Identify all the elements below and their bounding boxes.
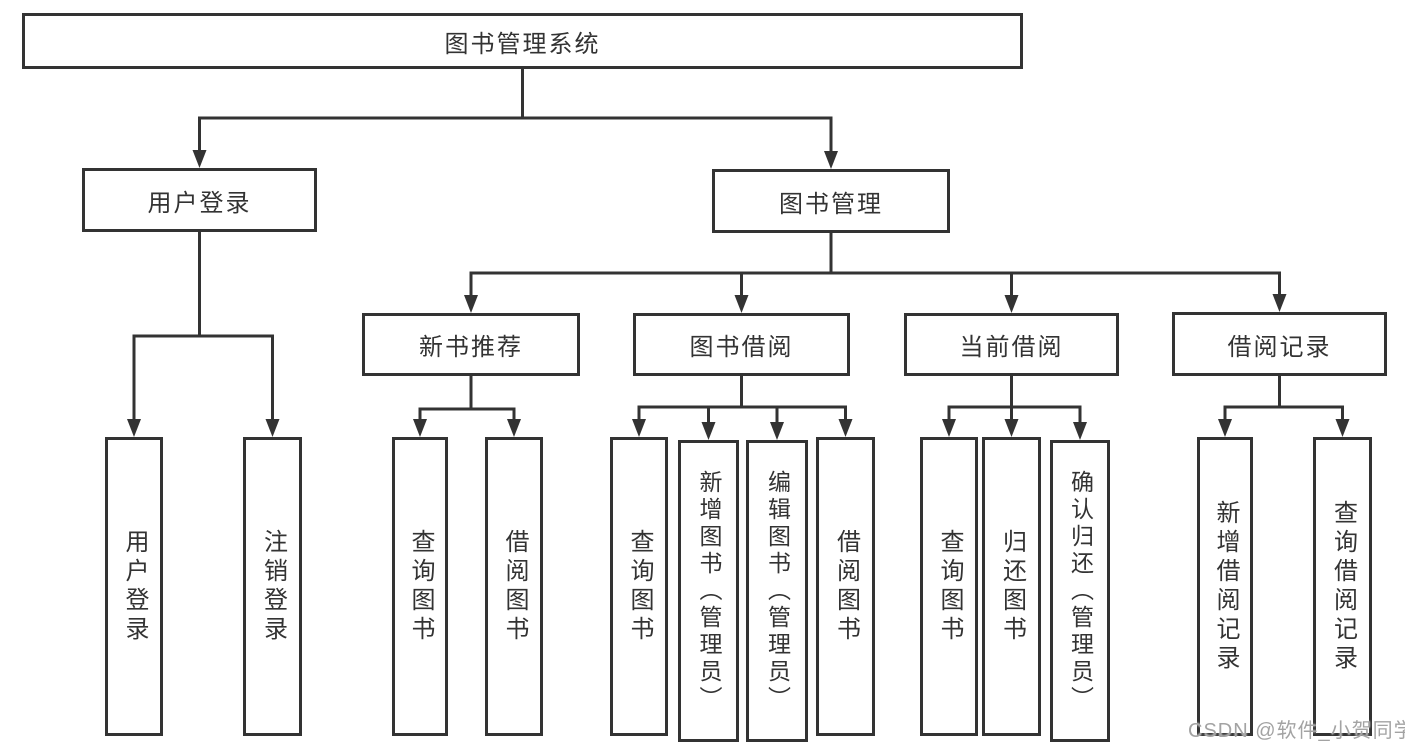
connector-borrow-records-children: [1218, 374, 1350, 437]
node-current-borrow: 当前借阅: [904, 313, 1119, 376]
node-label: 新书推荐: [419, 334, 523, 361]
node-label: 借阅图书: [501, 528, 528, 645]
node-label: 查询借阅记录: [1329, 499, 1357, 674]
leaf-confirm-return-admin: 确认归还（管理员）: [1050, 440, 1110, 742]
node-label: 用户登录: [121, 528, 148, 645]
node-label: 归还图书: [998, 528, 1026, 645]
leaf-borrow-book: 借阅图书: [816, 437, 875, 736]
connector-book-borrow-children: [632, 375, 853, 440]
node-label: 编辑图书（管理员）: [764, 469, 791, 713]
connector-root-to-level2: [192, 69, 838, 169]
leaf-logout: 注销登录: [243, 437, 302, 736]
node-borrow-records: 借阅记录: [1172, 312, 1387, 376]
leaf-query-book-recommend: 查询图书: [392, 437, 448, 736]
connector-current-borrow-children: [942, 375, 1087, 440]
leaf-query-borrow-record: 查询借阅记录: [1313, 437, 1372, 736]
node-label: 当前借阅: [959, 334, 1064, 361]
leaf-add-borrow-record: 新增借阅记录: [1197, 437, 1253, 736]
connector-new-book-recommend-children: [413, 375, 521, 437]
node-label: 图书管理: [779, 190, 883, 218]
node-label: 查询图书: [936, 528, 963, 645]
node-label: 图书管理系统: [444, 30, 601, 58]
connector-book-management-children: [464, 232, 1287, 313]
node-label: 新增借阅记录: [1212, 499, 1239, 674]
node-label: 查询图书: [407, 528, 434, 645]
node-label: 查询图书: [626, 528, 653, 645]
node-label: 借阅记录: [1227, 333, 1332, 361]
node-book-borrow: 图书借阅: [633, 313, 850, 376]
node-label: 用户登录: [147, 189, 252, 217]
csdn-watermark: CSDN @软件_小贺同学: [1188, 720, 1405, 742]
node-library-management-system: 图书管理系统: [22, 13, 1023, 69]
node-label: 注销登录: [259, 528, 287, 645]
leaf-borrow-book-recommend: 借阅图书: [485, 437, 543, 736]
leaf-query-book-current: 查询图书: [920, 437, 978, 736]
node-label: 新增图书（管理员）: [696, 469, 722, 713]
leaf-edit-book-admin: 编辑图书（管理员）: [746, 440, 808, 742]
node-label: 借阅图书: [832, 528, 860, 645]
node-new-book-recommend: 新书推荐: [362, 313, 580, 376]
leaf-return-book: 归还图书: [982, 437, 1041, 736]
node-label: 确认归还（管理员）: [1067, 469, 1094, 713]
node-user-login: 用户登录: [82, 168, 317, 232]
node-book-management: 图书管理: [712, 169, 950, 233]
connector-user-login-children: [127, 231, 280, 437]
leaf-query-book-borrow: 查询图书: [610, 437, 668, 736]
node-label: 图书借阅: [689, 334, 794, 361]
leaf-user-login: 用户登录: [105, 437, 163, 736]
leaf-add-book-admin: 新增图书（管理员）: [678, 440, 739, 742]
